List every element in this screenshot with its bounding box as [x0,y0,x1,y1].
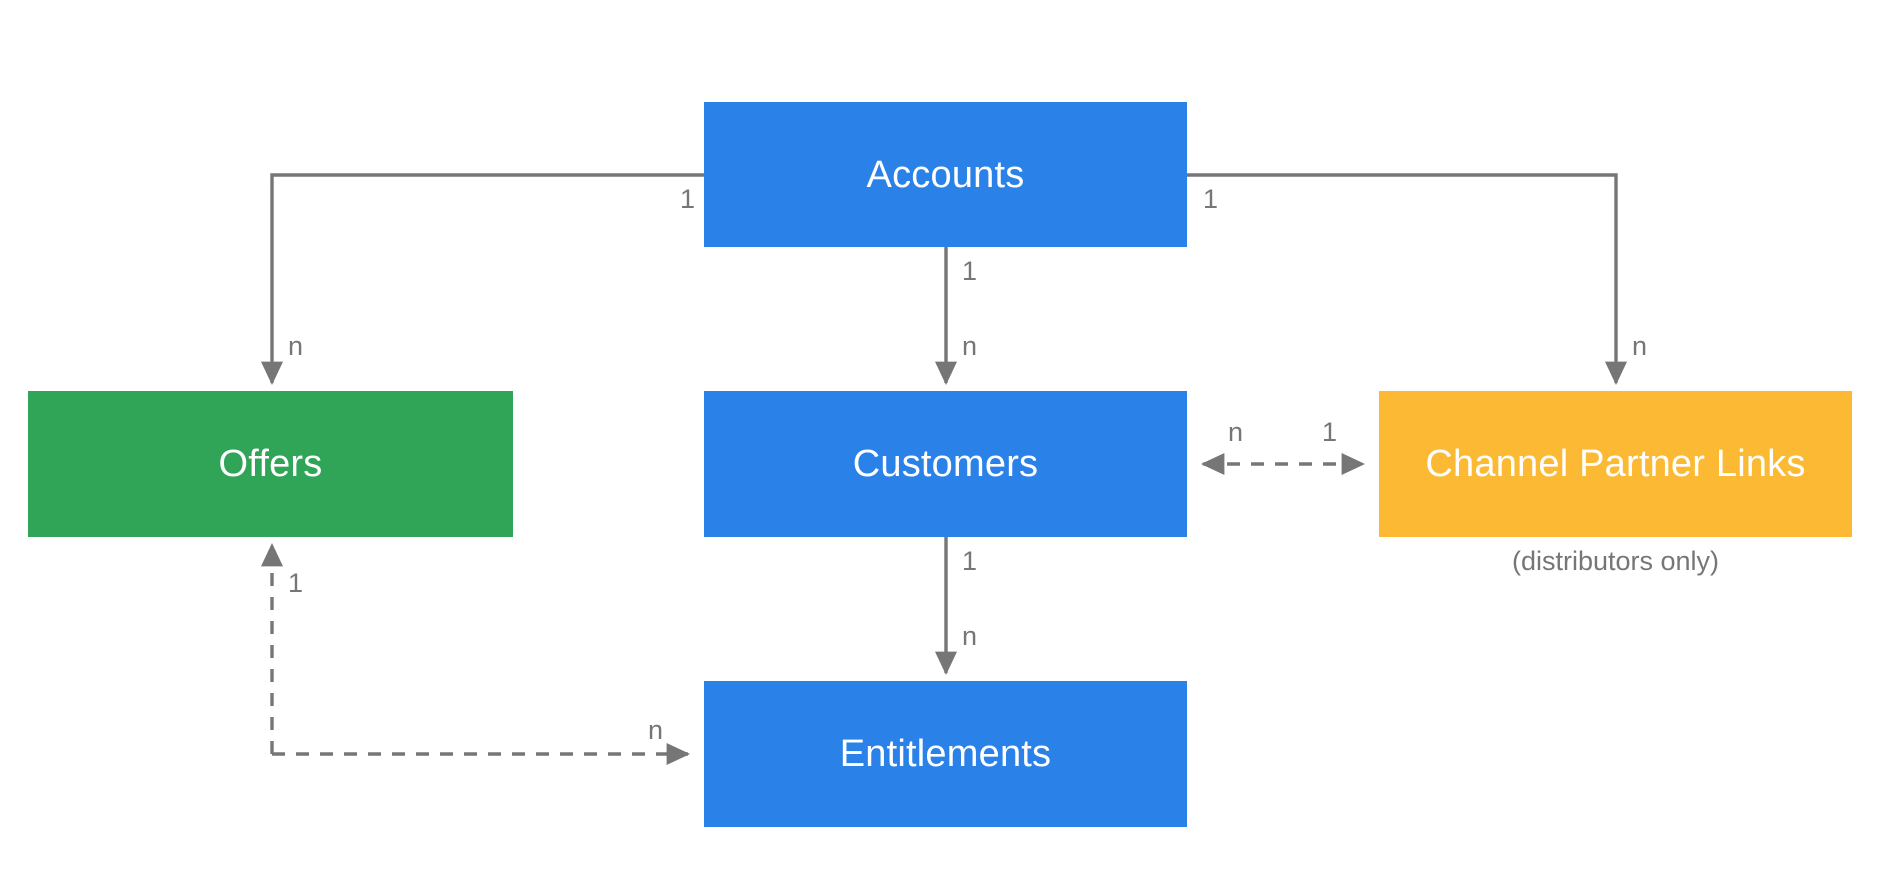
edge-label-customers-entitlements-one: 1 [962,546,978,576]
edge-label-customers-entitlements-many: n [962,621,978,651]
node-offers[interactable]: Offers [28,391,513,537]
node-accounts-label: Accounts [866,153,1025,196]
node-channel-partner-links-label: Channel Partner Links [1425,443,1806,485]
edge-label-customers-cpl-one: 1 [1322,417,1338,447]
node-entitlements-label: Entitlements [839,733,1052,775]
edge-label-accounts-cpl-one: 1 [1203,184,1219,214]
edge-label-offers-entitlements-one: 1 [288,568,304,598]
channel-partner-links-caption: (distributors only) [1511,546,1720,576]
edge-label-accounts-offers-many: n [288,331,304,361]
node-customers[interactable]: Customers [704,391,1187,537]
node-entitlements[interactable]: Entitlements [704,681,1187,827]
edge-label-offers-entitlements-many: n [648,715,664,745]
node-channel-partner-links[interactable]: Channel Partner Links [1379,391,1852,537]
edge-label-accounts-customers-one: 1 [962,256,978,286]
edge-label-customers-cpl-many: n [1228,417,1244,447]
edge-label-accounts-cpl-many: n [1632,331,1648,361]
node-offers-label: Offers [218,443,323,485]
edge-accounts-channel-partner-links [1187,173,1628,386]
node-accounts[interactable]: Accounts [704,102,1187,247]
edge-accounts-offers [260,173,704,386]
edge-label-accounts-customers-many: n [962,331,978,361]
node-customers-label: Customers [852,443,1039,485]
edge-label-accounts-offers-one: 1 [680,184,696,214]
